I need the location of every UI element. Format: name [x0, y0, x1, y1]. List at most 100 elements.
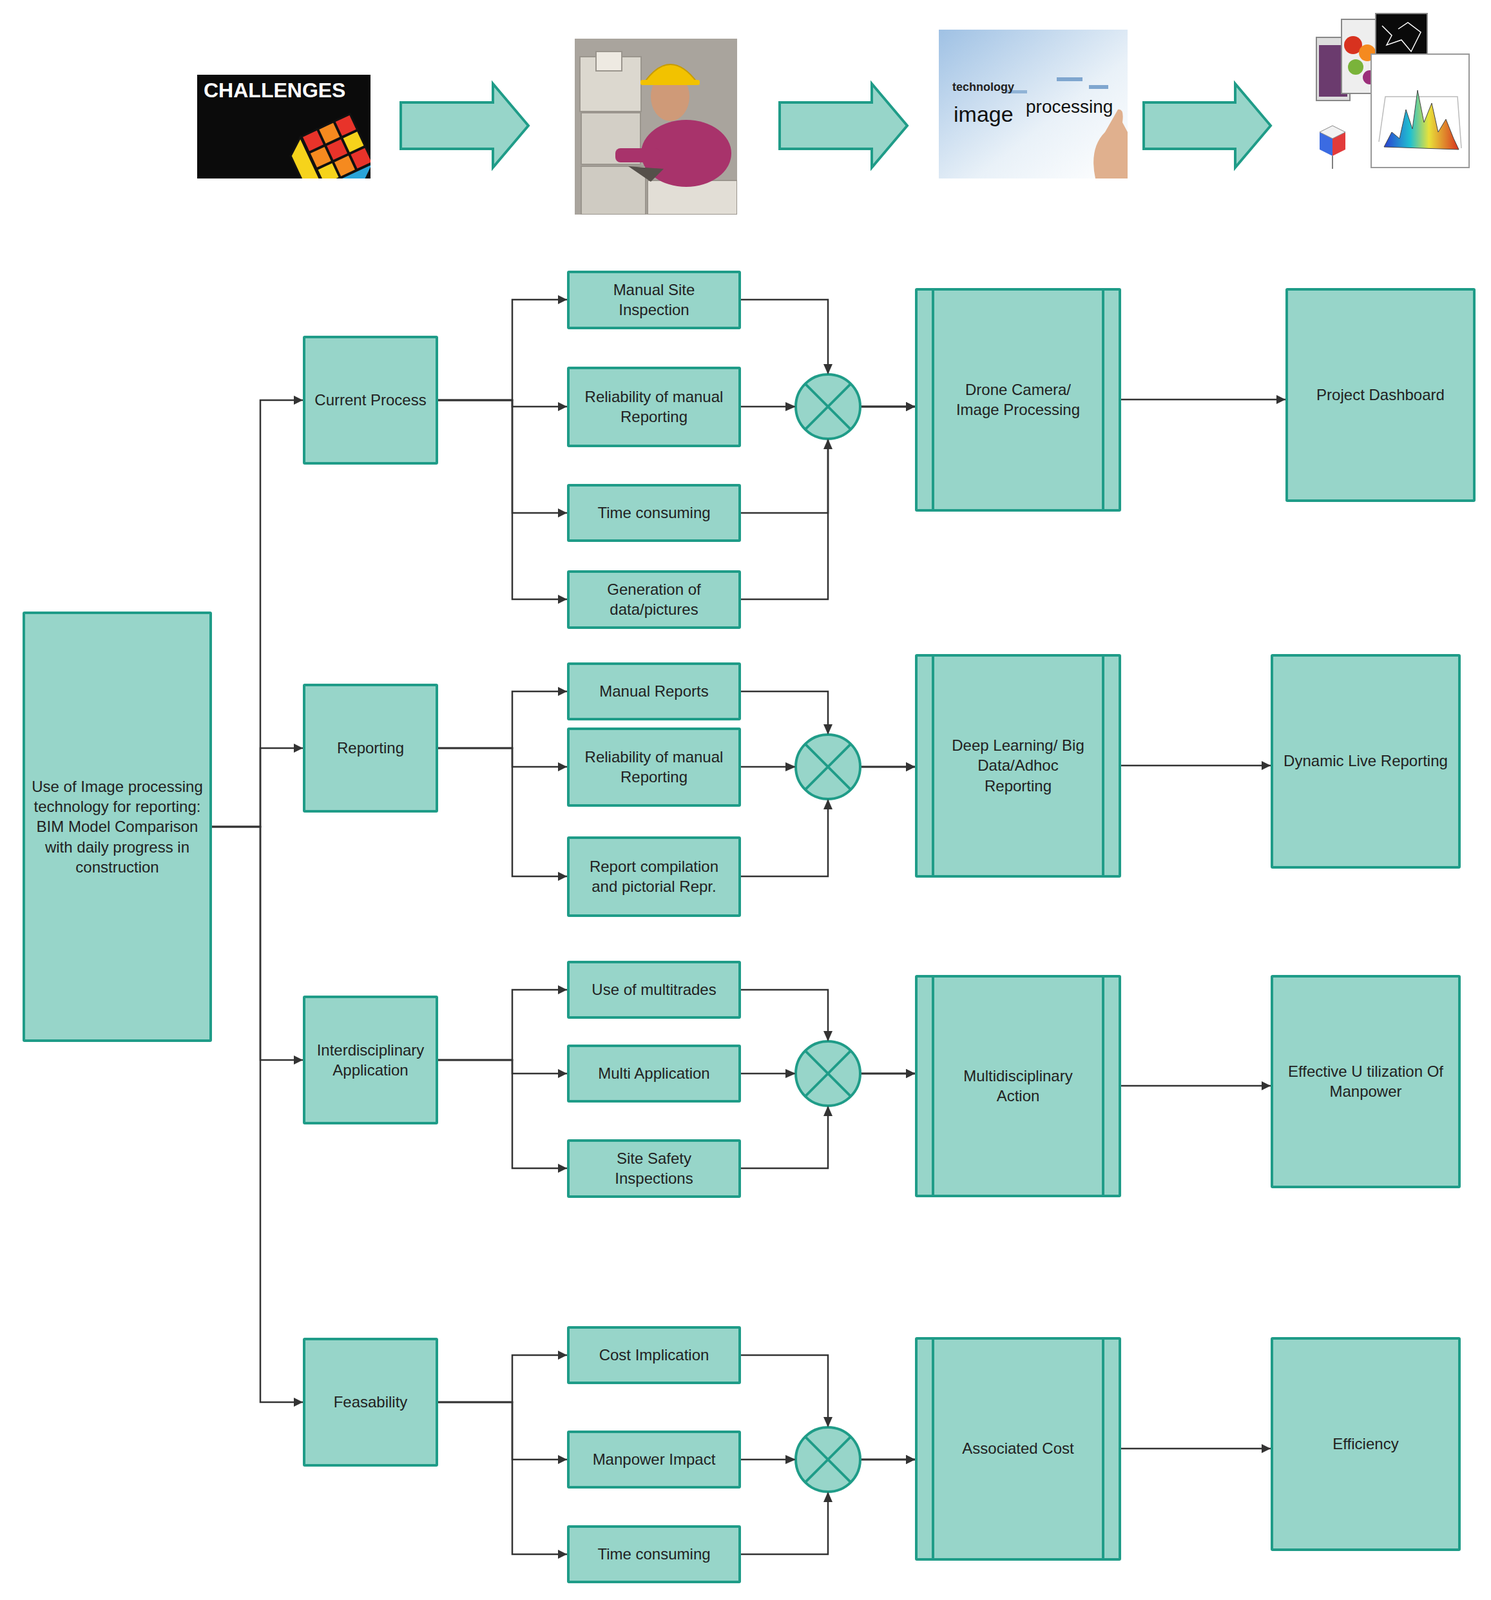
junction-circle [795, 1427, 861, 1492]
box-text: Generation of data/pictures [576, 579, 732, 620]
junction-cross [805, 1050, 852, 1097]
box-text: Reliability of manual Reporting [576, 386, 732, 427]
junction-circle [795, 1041, 861, 1106]
connector-arrow [438, 748, 568, 877]
factor-box: Site Safety Inspections [567, 1139, 741, 1198]
process-bar [1101, 656, 1105, 876]
outcome-box: Efficiency [1270, 1337, 1461, 1551]
text-holder: Manpower Impact [586, 1449, 723, 1470]
factor-box: Multi Application [567, 1044, 741, 1103]
text-holder: Time consuming [590, 502, 717, 523]
process-box: Multidisciplinary Action [914, 974, 1122, 1198]
picture-ground [938, 29, 1128, 179]
color-cube [1319, 125, 1346, 139]
box-text: Efficiency [1332, 1433, 1399, 1454]
text-holder: Effective U tilization Of Manpower [1273, 1061, 1459, 1102]
connector-arrow [211, 826, 303, 1060]
factor-box: Time consuming [567, 483, 741, 542]
connector-arrow [438, 1059, 568, 1074]
connector-arrow [438, 400, 568, 407]
factor-box: Use of multitrades [567, 960, 741, 1019]
picture-word: processing [1025, 97, 1113, 116]
picture-word: CHALLENGES [203, 79, 346, 101]
connector-arrow [438, 1355, 568, 1403]
junction-cross [805, 384, 852, 430]
edge-trace [1382, 22, 1421, 52]
connector-arrow [438, 1402, 568, 1460]
connector-arrow [438, 691, 568, 749]
box-text: Reliability of manual Reporting [576, 746, 732, 787]
flow-arrow [400, 83, 529, 168]
flow-arrow [1143, 83, 1271, 168]
text-holder: Manual Site Inspection [569, 279, 739, 320]
box-text: Current Process [314, 389, 426, 410]
outcome-box: Dynamic Live Reporting [1270, 654, 1461, 869]
junction-arrowheads [785, 1030, 833, 1116]
connector-arrow [438, 1402, 568, 1555]
process-box: Associated Cost [914, 1337, 1122, 1561]
connector-arrow [438, 989, 568, 1060]
junction-circle [795, 734, 861, 799]
box-text: Effective U tilization Of Manpower [1279, 1061, 1452, 1102]
connector-arrow [1121, 1085, 1271, 1087]
flow-arrow [779, 83, 908, 168]
block [581, 166, 646, 215]
fruit [1347, 59, 1364, 75]
category-box: Feasability [302, 1337, 439, 1467]
text-holder: Interdisciplinary Application [305, 1039, 436, 1080]
text-holder: Reporting [330, 737, 411, 758]
connector-arrow [211, 826, 303, 1403]
outcome-box: Project Dashboard [1285, 288, 1476, 502]
topic-box: Use of Image processing technology for r… [22, 611, 212, 1042]
box-text: Feasability [333, 1391, 408, 1412]
junction-arrowheads [785, 1416, 833, 1502]
picture-word: image [953, 103, 1014, 126]
factor-box: Generation of data/pictures [567, 570, 741, 629]
box-text: Cost Implication [599, 1344, 710, 1365]
process-bar [1101, 290, 1105, 510]
process-bar [1101, 1339, 1105, 1559]
box-text: Report compilation and pictorial Repr. [576, 856, 732, 897]
challenges-picture [197, 74, 371, 179]
junction-arrowheads [785, 724, 833, 810]
category-box: Interdisciplinary Application [302, 995, 439, 1125]
process-bar [1101, 977, 1105, 1195]
word-mark [1088, 85, 1109, 89]
text-holder: Manual Reports [592, 681, 715, 702]
surface-plot [1384, 90, 1459, 150]
junction-cross [805, 1436, 852, 1483]
connector-arrow [1121, 398, 1286, 401]
summing-junction [785, 1030, 861, 1116]
box-text: Multi Application [597, 1063, 710, 1084]
box-text: Dynamic Live Reporting [1283, 750, 1448, 771]
connector-arrow [438, 400, 568, 513]
connector-arrow [438, 748, 568, 767]
connector-arrow [438, 1059, 568, 1169]
text-holder: Use of Image processing technology for r… [25, 776, 210, 877]
junction-arrowheads [785, 364, 833, 450]
connector-arrow [438, 400, 568, 600]
factor-box: Time consuming [567, 1525, 741, 1584]
text-holder: Reliability of manual Reporting [569, 746, 739, 787]
summing-junction [785, 724, 861, 810]
text-holder: Efficiency [1326, 1433, 1405, 1454]
factor-box: Reliability of manual Reporting [567, 366, 741, 448]
process-bar [931, 977, 935, 1195]
summing-junction [785, 1416, 861, 1502]
text-holder: Associated Cost [933, 1438, 1102, 1459]
charts-picture [1316, 13, 1470, 169]
factor-box: Manual Reports [567, 662, 741, 721]
worker-arm [615, 148, 661, 163]
category-box: Current Process [302, 335, 439, 465]
connector-arrow [211, 400, 303, 827]
word-cloud-picture [938, 29, 1128, 179]
process-bar [931, 1339, 935, 1559]
box-text: Manual Reports [599, 681, 709, 702]
process-bar [931, 290, 935, 510]
text-holder: Reliability of manual Reporting [569, 386, 739, 427]
box-text: Multidisciplinary Action [945, 1065, 1091, 1106]
connector-arrow [211, 748, 303, 827]
